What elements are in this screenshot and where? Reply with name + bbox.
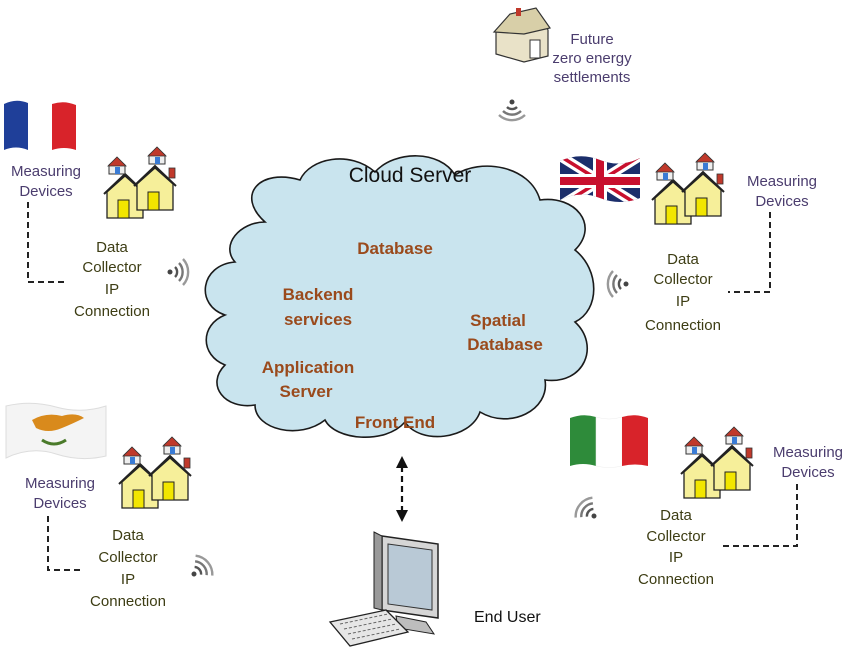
future-line-1: Future — [570, 31, 613, 48]
computer-icon — [328, 531, 439, 647]
italy-wifi-icon — [570, 493, 606, 529]
france-wifi-icon — [166, 257, 190, 287]
cloud-item-server: Server — [280, 382, 333, 401]
france-collector-3: IP — [105, 281, 119, 298]
italy-connector — [720, 484, 798, 547]
uk-measuring-2: Devices — [755, 193, 808, 210]
uk-collector-3: IP — [676, 293, 690, 310]
italy-houses-icon — [681, 427, 753, 498]
france-measuring-1: Measuring — [11, 163, 81, 180]
uk-connector — [728, 212, 771, 293]
france-collector-1: Data — [96, 239, 128, 256]
france-collector-2: Collector — [82, 259, 141, 276]
cyprus-wifi-icon — [182, 551, 218, 587]
cyprus-measuring-1: Measuring — [25, 475, 95, 492]
cloud-item-spatial: Spatial — [470, 311, 526, 330]
cyprus-collector-1: Data — [112, 527, 144, 544]
uk-collector-4: Connection — [645, 317, 721, 334]
italy-measuring-1: Measuring — [773, 444, 843, 461]
cyprus-collector-2: Collector — [98, 549, 157, 566]
italy-measuring-2: Devices — [781, 464, 834, 481]
cyprus-measuring-2: Devices — [33, 495, 86, 512]
france-flag — [4, 100, 76, 152]
uk-measuring-1: Measuring — [747, 173, 817, 190]
bidirectional-arrow — [396, 456, 408, 522]
cloud-shape — [204, 155, 595, 439]
future-house-icon — [492, 7, 552, 63]
uk-collector-2: Collector — [653, 271, 712, 288]
cloud-item-backend: Backend — [283, 285, 354, 304]
italy-collector-4: Connection — [638, 571, 714, 588]
france-measuring-2: Devices — [19, 183, 72, 200]
cloud-title: Cloud Server — [349, 164, 472, 187]
uk-flag — [560, 156, 640, 202]
italy-flag — [570, 415, 648, 468]
italy-collector-2: Collector — [646, 528, 705, 545]
future-line-2: zero energy — [552, 50, 632, 67]
italy-collector-1: Data — [660, 507, 692, 524]
cloud-item-spatial-database: Database — [467, 335, 543, 354]
italy-collector-3: IP — [669, 549, 683, 566]
uk-wifi-icon — [606, 269, 630, 299]
france-houses-icon — [104, 147, 176, 218]
future-line-3: settlements — [554, 69, 631, 86]
future-wifi-icon — [497, 98, 527, 122]
cloud-item-database: Database — [357, 239, 433, 258]
cloud-item-application: Application — [262, 358, 355, 377]
uk-houses-icon — [652, 153, 724, 224]
france-collector-4: Connection — [74, 303, 150, 320]
cyprus-flag — [5, 402, 107, 460]
end-user-label: End User — [474, 609, 541, 626]
cyprus-collector-4: Connection — [90, 593, 166, 610]
cyprus-collector-3: IP — [121, 571, 135, 588]
uk-collector-1: Data — [667, 251, 699, 268]
cloud-item-services: services — [284, 310, 352, 329]
cyprus-connector — [47, 516, 82, 571]
france-connector — [27, 202, 64, 283]
cloud-item-front-end: Front End — [355, 413, 435, 432]
cyprus-houses-icon — [119, 437, 191, 508]
